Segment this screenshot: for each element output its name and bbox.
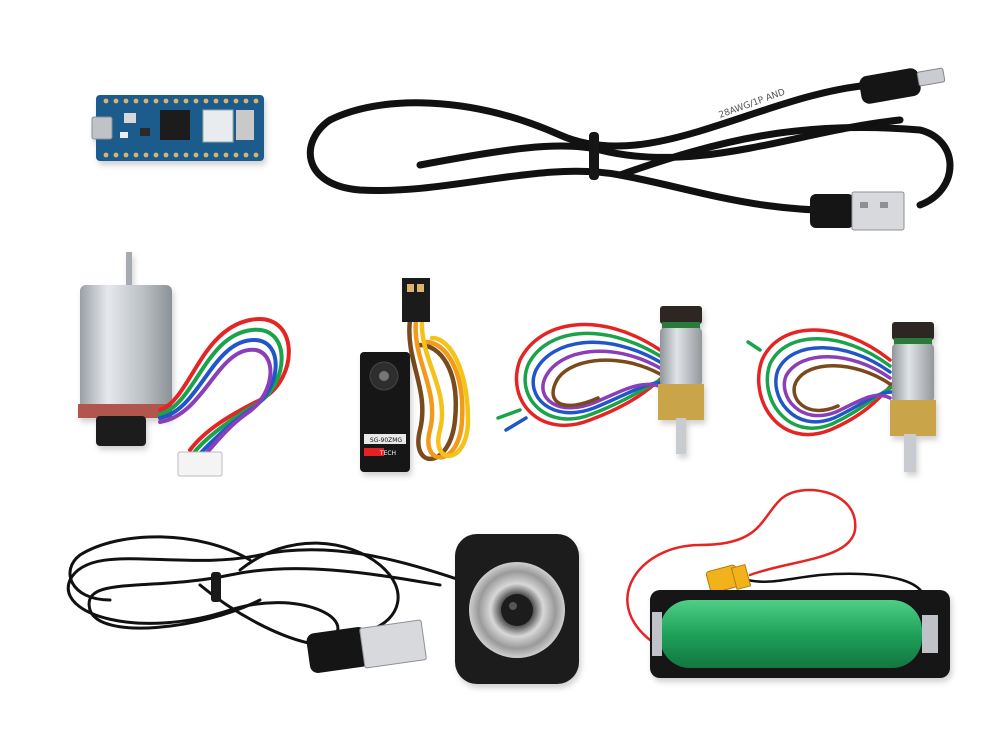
webcam-cable (66, 535, 462, 647)
servo-connector (402, 278, 430, 322)
servo-brand-text: TECH (379, 450, 396, 457)
webcam-cable-tie (211, 572, 221, 602)
usb-a-plug (810, 191, 905, 231)
gearmotor-left-wires (496, 322, 672, 432)
usb-webcam (66, 534, 579, 684)
battery-connector (705, 563, 752, 594)
gearmotor-icon (658, 306, 704, 454)
micro-usb-plug (859, 67, 946, 104)
usb-micro-cable: 28AWG/1P AND (306, 67, 954, 231)
servo-wires (407, 317, 471, 461)
motor-wires (158, 317, 291, 467)
micro-gear-motor-left (496, 306, 704, 454)
motor-connector (177, 451, 223, 477)
dc-motor (78, 252, 291, 477)
pcb-icon (91, 98, 259, 158)
motor-icon (78, 252, 172, 446)
webcam-usb-plug (306, 619, 427, 673)
servo-model-text: SG-90ZMG (370, 437, 403, 444)
servo-motor: SG-90ZMG TECH (360, 278, 471, 472)
cable-icon (306, 81, 954, 215)
microcontroller-board (91, 95, 264, 161)
micro-gear-motor-right (746, 322, 936, 472)
gearmotor-icon (890, 322, 936, 472)
battery-icon (650, 590, 950, 678)
servo-icon (360, 352, 410, 472)
gearmotor-right-wires (746, 328, 898, 437)
battery-holder (626, 488, 950, 678)
cable-tie (589, 132, 599, 180)
camera-icon (455, 534, 579, 684)
